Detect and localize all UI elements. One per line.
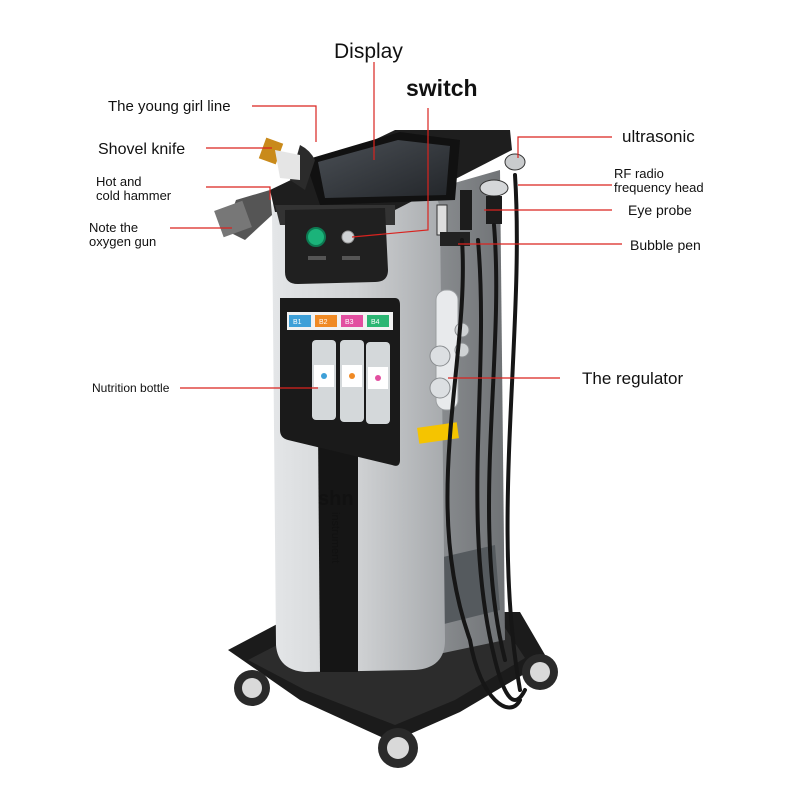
caster-wheel bbox=[378, 728, 418, 768]
labels: Display switch The young girl line Shove… bbox=[89, 40, 704, 395]
label-hot-cold-hammer-2: cold hammer bbox=[96, 188, 172, 203]
bottle-tag: B4 bbox=[367, 315, 389, 327]
caster-wheel bbox=[234, 670, 270, 706]
bottle-tag: B3 bbox=[341, 315, 363, 327]
left-handpieces bbox=[214, 137, 315, 240]
label-oxygen-gun-2: oxygen gun bbox=[89, 234, 156, 249]
nutrition-bottle bbox=[340, 340, 364, 422]
leader-lines bbox=[170, 62, 622, 389]
label-rf-head-1: RF radio bbox=[614, 166, 664, 181]
bottle-tag: B2 bbox=[315, 315, 337, 327]
label-nutrition-bottle: Nutrition bottle bbox=[92, 381, 170, 395]
label-regulator: The regulator bbox=[582, 369, 683, 388]
label-oxygen-gun-1: Note the bbox=[89, 220, 138, 235]
nutrition-bottle bbox=[366, 342, 390, 424]
brand-sub: instrument bbox=[329, 512, 341, 563]
label-eye-probe: Eye probe bbox=[628, 202, 692, 218]
bottle-tag-label: B4 bbox=[371, 319, 380, 326]
bottle-tag-label: B3 bbox=[345, 319, 354, 326]
label-switch: switch bbox=[406, 75, 478, 101]
control-panel bbox=[285, 208, 388, 284]
label-bubble-pen: Bubble pen bbox=[630, 237, 701, 253]
label-rf-head-2: frequency head bbox=[614, 180, 704, 195]
bottle-tag-label: B1 bbox=[293, 319, 302, 326]
caster-wheel bbox=[522, 654, 558, 690]
display-screen bbox=[305, 132, 460, 205]
cables bbox=[445, 173, 527, 710]
power-button bbox=[306, 227, 326, 247]
label-display: Display bbox=[334, 40, 403, 63]
nutrition-bottle bbox=[312, 340, 336, 420]
label-shovel-knife: Shovel knife bbox=[98, 141, 185, 158]
label-young-girl-line: The young girl line bbox=[108, 98, 231, 115]
bottle-tag-label: B2 bbox=[319, 319, 328, 326]
brand-logo: shn bbox=[318, 488, 354, 510]
bottle-window: B1 B2 B3 B4 bbox=[280, 298, 400, 466]
bottle-tag: B1 bbox=[289, 315, 311, 327]
label-hot-cold-hammer-1: Hot and bbox=[96, 174, 142, 189]
label-ultrasonic: ultrasonic bbox=[622, 127, 695, 146]
